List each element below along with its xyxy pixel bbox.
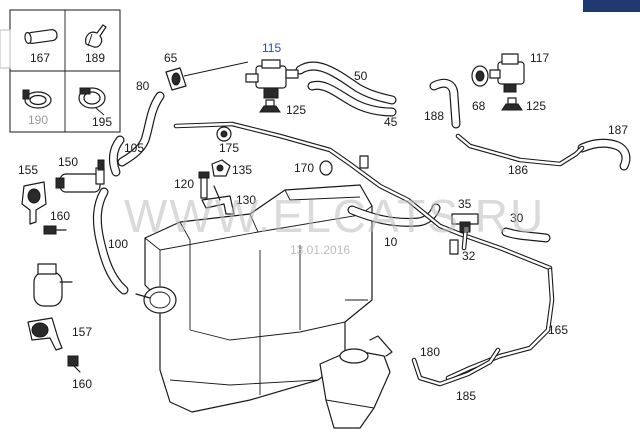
part-32-plug[interactable] [449,239,459,255]
callout-80[interactable]: 80 [136,79,150,93]
callout-130[interactable]: 130 [236,193,256,207]
part-125-nut-left[interactable] [259,99,281,113]
callout-189[interactable]: 189 [85,51,105,65]
part-68-grommet[interactable] [471,65,489,87]
pipe-clip-mid[interactable] [359,155,369,169]
callout-185[interactable]: 185 [456,389,476,403]
part-190-clamp[interactable] [22,89,52,109]
callout-10[interactable]: 10 [384,235,398,249]
watermark-date: 13.01.2016 [290,243,350,257]
callout-50[interactable]: 50 [354,69,368,83]
part-160-screw-top[interactable] [43,225,67,235]
hose-80[interactable] [117,91,165,167]
part-195-clamp[interactable] [78,87,106,116]
part-125-nut-right[interactable] [501,97,523,111]
callout-65[interactable]: 65 [164,51,178,65]
part-65-bracket[interactable] [165,67,187,91]
grid-side-tab [0,29,11,69]
pipe-185[interactable] [411,347,501,387]
callout-180[interactable]: 180 [420,345,440,359]
part-150-pump[interactable] [55,159,105,193]
hose-50[interactable] [295,61,397,105]
callout-45[interactable]: 45 [384,115,398,129]
part-157-bracket[interactable] [27,317,63,351]
part-117-valve[interactable] [489,53,525,93]
callout-105[interactable]: 105 [124,141,144,155]
part-135-nut[interactable] [211,159,231,177]
callout-155[interactable]: 155 [18,163,38,177]
callout-117[interactable]: 117 [530,51,549,65]
callout-135[interactable]: 135 [232,163,252,177]
leader-65 [183,61,249,77]
callout-175[interactable]: 175 [219,141,239,155]
part-175-grommet[interactable] [216,126,232,142]
callout-160-top[interactable]: 160 [50,209,70,223]
callout-165[interactable]: 165 [548,323,568,337]
callout-35[interactable]: 35 [458,197,472,211]
corner-mark [583,0,640,12]
callout-120[interactable]: 120 [174,177,194,191]
hose-30[interactable] [501,227,551,243]
part-170-cap[interactable] [319,160,333,176]
callout-167[interactable]: 167 [30,51,50,65]
callout-186[interactable]: 186 [508,163,528,177]
callout-195[interactable]: 195 [92,115,112,129]
watermark-text: WWW.ELCATS.RU [124,190,545,242]
part-160-screw-bottom[interactable] [67,355,81,373]
callout-150[interactable]: 150 [58,155,78,169]
callout-170[interactable]: 170 [294,161,314,175]
callout-30[interactable]: 30 [510,211,524,225]
callout-188[interactable]: 188 [424,109,444,123]
pipe-165[interactable] [445,267,555,381]
part-189-clip[interactable] [85,24,107,48]
callout-68[interactable]: 68 [472,99,486,113]
part-120-sensor[interactable] [198,171,210,199]
hose-100[interactable] [92,187,129,295]
part-pump-lower[interactable] [33,263,73,307]
callout-125-left[interactable]: 125 [286,103,306,117]
coolant-reservoir[interactable] [319,335,393,429]
pipe-186[interactable] [455,133,585,167]
part-115-valve[interactable] [245,59,299,99]
callout-100[interactable]: 100 [108,237,128,251]
callout-157[interactable]: 157 [72,325,92,339]
hose-105[interactable] [108,135,125,177]
callout-187[interactable]: 187 [608,123,628,137]
hose-45[interactable] [307,80,397,117]
callout-160-bottom[interactable]: 160 [72,377,92,391]
callout-32[interactable]: 32 [462,249,476,263]
hose-10[interactable] [347,203,441,227]
part-35-fitting[interactable] [451,213,479,233]
callout-125-right[interactable]: 125 [526,99,546,113]
part-130-bracket[interactable] [201,185,235,215]
callout-190[interactable]: 190 [28,113,48,127]
engine-block [135,184,373,413]
callout-115[interactable]: 115 [262,41,281,55]
hose-187[interactable] [577,138,631,171]
hose-188[interactable] [429,78,461,129]
part-167-sleeve[interactable] [24,29,58,45]
pipe-main-top[interactable] [173,121,553,271]
part-155-bracket[interactable] [21,181,47,225]
